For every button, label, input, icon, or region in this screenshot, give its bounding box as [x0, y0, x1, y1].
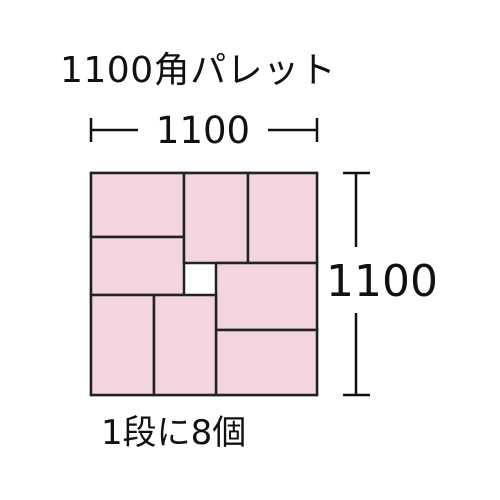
- box-4: [246, 171, 319, 265]
- boxes: [89, 171, 319, 397]
- width-label: 1100: [156, 109, 250, 152]
- box-6: [214, 328, 319, 397]
- box-3: [182, 171, 250, 265]
- box-5: [214, 261, 319, 332]
- box-1: [89, 171, 186, 239]
- width-dimension: [89, 118, 319, 142]
- box-2: [89, 235, 186, 297]
- box-8: [152, 293, 218, 397]
- height-label: 1100: [326, 256, 438, 307]
- center-gap: [183, 262, 217, 296]
- caption: 1段に8個: [101, 413, 246, 453]
- height-dimension: [343, 171, 370, 397]
- diagram-title: 1100角パレット: [60, 50, 336, 91]
- box-7: [89, 293, 156, 397]
